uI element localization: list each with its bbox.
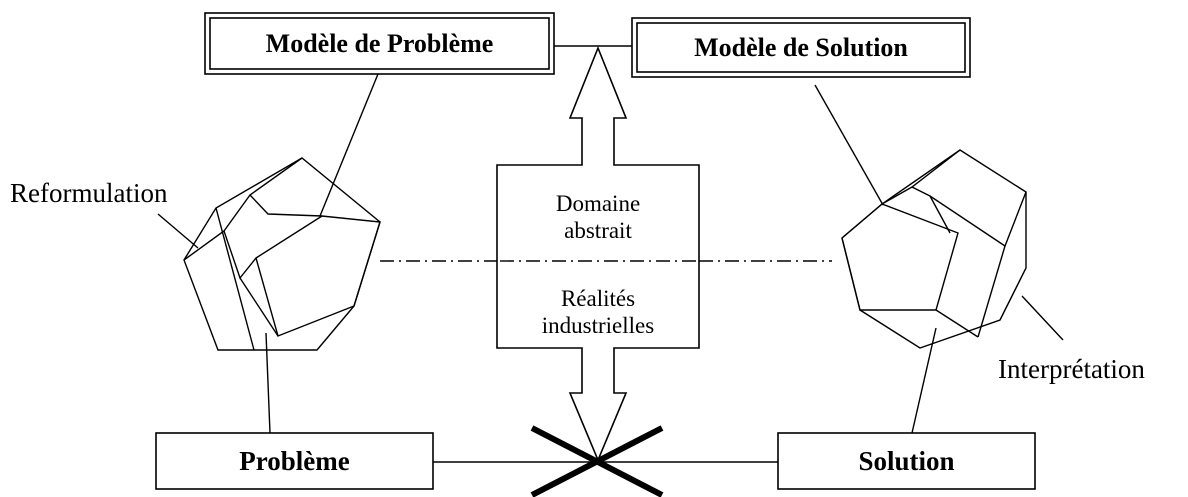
reformulation-label: Reformulation [10, 178, 168, 208]
leader-problem-to-polyhedron [265, 332, 271, 434]
problem-model-label: Modèle de Problème [265, 28, 494, 58]
solution-label: Solution [858, 445, 955, 476]
solution-model-box [631, 17, 971, 78]
leader-problem-model-to-polyhedron [319, 73, 379, 217]
abstract-domain-line1: Domaine [555, 191, 641, 216]
solution-polyhedron [841, 149, 1027, 349]
problem-model-box [204, 12, 555, 75]
solution-box [777, 432, 1036, 490]
leader-interpretation [1021, 295, 1064, 341]
leader-solution-to-polyhedron [911, 327, 937, 434]
industrial-realities-text: Réalités industrielles [528, 285, 668, 339]
leader-solution-model-to-polyhedron [814, 84, 884, 206]
industrial-realities-line1: Réalités [560, 286, 636, 311]
leader-reformulation [157, 213, 199, 249]
interpretation-label: Interprétation [998, 354, 1145, 384]
abstract-domain-text: Domaine abstrait [528, 190, 668, 244]
solution-model-label: Modèle de Solution [694, 32, 908, 62]
industrial-realities-line2: industrielles [541, 313, 655, 338]
abstract-domain-line2: abstrait [564, 218, 632, 243]
problem-label: Problème [239, 445, 350, 476]
problem-box [155, 432, 434, 490]
problem-polyhedron [183, 157, 381, 351]
central-double-arrow [496, 45, 700, 463]
cross-mark [530, 425, 664, 497]
leader-lines [157, 73, 1064, 434]
